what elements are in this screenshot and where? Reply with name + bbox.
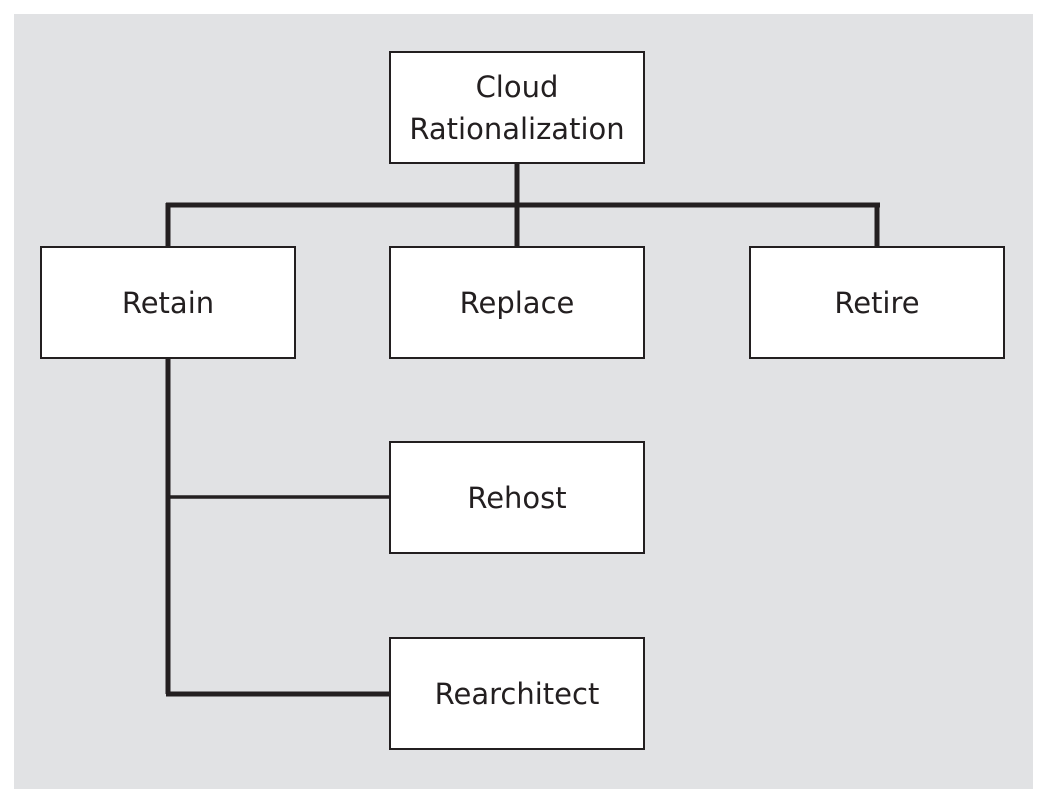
node-rearchitect: Rearchitect [389, 637, 645, 750]
node-retain: Retain [40, 246, 296, 359]
node-retire: Retire [749, 246, 1005, 359]
node-cloud-rationalization: Cloud Rationalization [389, 51, 645, 164]
node-replace: Replace [389, 246, 645, 359]
node-rehost: Rehost [389, 441, 645, 554]
